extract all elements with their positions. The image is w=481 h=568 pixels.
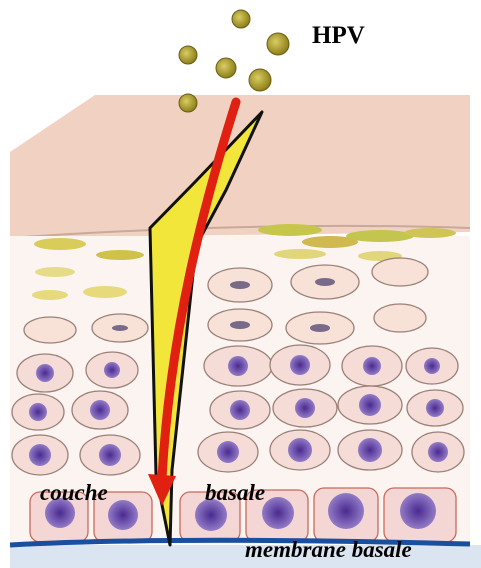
virus-particle [232, 10, 250, 28]
virus-particle [179, 94, 197, 112]
basal-layer-label-left: couche [40, 480, 108, 506]
virus-particle [267, 33, 289, 55]
virus-particle [249, 69, 271, 91]
basal-layer-label-right: basale [205, 480, 265, 506]
basement-membrane-label: membrane basale [245, 537, 412, 563]
virus-particle [179, 46, 197, 64]
diagram-title: HPV [312, 22, 365, 50]
stratum-corneum [10, 95, 470, 238]
virus-particle [216, 58, 236, 78]
